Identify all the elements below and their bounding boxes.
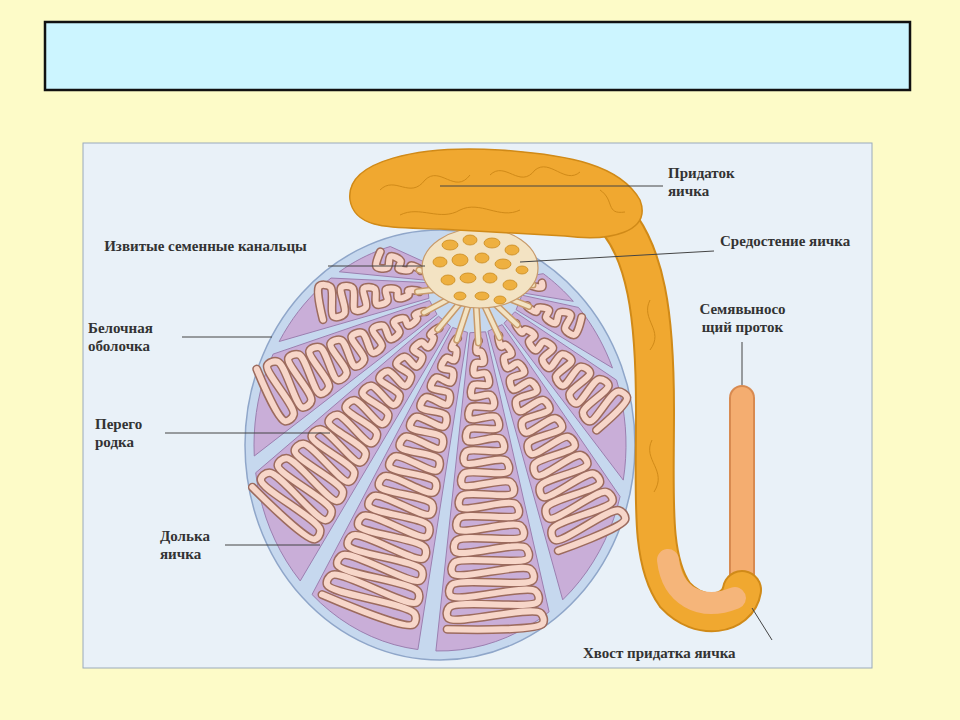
rete-channel: [463, 235, 477, 245]
tubule-outline: [376, 252, 421, 271]
rete-channel: [433, 257, 447, 267]
part-label: Белочная оболочка: [88, 319, 198, 355]
testis-illustration: [245, 149, 742, 660]
seminiferous-tubule: [527, 305, 582, 334]
rete-channel: [460, 273, 476, 283]
leader-line: [752, 608, 772, 640]
rete-channel: [475, 253, 489, 263]
rete-channel: [484, 238, 500, 248]
part-label: Перего родка: [95, 415, 167, 451]
leader-line: [165, 433, 330, 434]
epididymis-tail: [668, 560, 735, 603]
straight-tubule-outline: [476, 305, 478, 343]
rete-channel: [442, 240, 458, 250]
straight-tubule: [476, 305, 478, 343]
part-label: Хвост придатка яичка: [583, 644, 736, 662]
leader-line: [182, 337, 272, 338]
part-label: Средостение яичка: [720, 232, 860, 250]
leader-line: [520, 251, 714, 262]
duct-coil: [650, 440, 659, 492]
straight-tubule-outline: [457, 304, 469, 340]
epididymis-outline: [600, 205, 742, 612]
rete-channel: [503, 280, 517, 290]
rete-channel: [483, 273, 497, 283]
part-label: Семявыносо щий проток: [690, 300, 795, 336]
mediastinum: [422, 228, 538, 308]
vas-deferens: [731, 398, 753, 598]
rete-channel: [441, 275, 455, 285]
seminiferous-tubule: [376, 252, 421, 271]
duct-coil: [380, 175, 470, 190]
epididymis-body: [600, 205, 742, 612]
rete-channel: [495, 259, 511, 269]
rete-channel: [454, 292, 466, 300]
duct-coil: [490, 167, 580, 177]
part-label: Придаток яичка: [668, 164, 763, 200]
title-box: [45, 22, 910, 90]
duct-coil: [400, 207, 520, 215]
seminiferous-tubule: [322, 338, 458, 625]
part-label: Извитые семенные канальцы: [88, 237, 323, 255]
picture-panel: [83, 143, 872, 668]
rete-channel: [505, 245, 519, 255]
leader-lines: [165, 186, 772, 640]
leader-line: [742, 342, 743, 385]
rete-channel: [494, 296, 506, 304]
duct-coil: [648, 300, 655, 350]
part-label: Долька яичка: [160, 527, 240, 563]
duct-coil: [600, 190, 625, 212]
rete-channel: [475, 292, 489, 300]
tubule-outline: [527, 305, 582, 334]
vas-deferens-outline: [729, 398, 755, 598]
leader-line: [328, 266, 425, 267]
straight-tubule: [457, 304, 469, 340]
leader-line: [225, 545, 320, 546]
leader-line: [440, 186, 663, 187]
rete-channel: [452, 254, 468, 266]
tubule-outline: [322, 338, 458, 625]
testis-lobule: [339, 247, 431, 281]
epididymis-head: [350, 149, 642, 238]
rete-channel: [516, 266, 528, 274]
